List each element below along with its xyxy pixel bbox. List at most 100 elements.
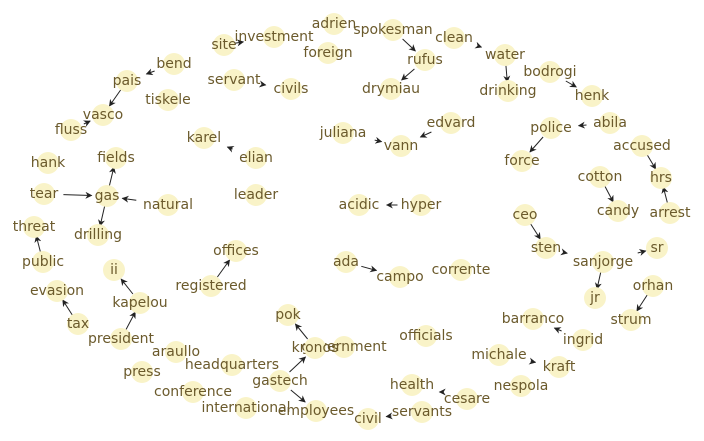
node-label: edvard [427, 115, 476, 131]
graph-node-ceo[interactable]: ceo [513, 204, 538, 226]
node-label: bodrogi [523, 64, 576, 80]
graph-node-site[interactable]: site [211, 34, 237, 56]
node-marker [440, 112, 462, 134]
node-marker [223, 69, 245, 91]
graph-node-ingrid[interactable]: ingrid [563, 329, 603, 351]
edge-edvard-to-vann [419, 131, 432, 138]
graph-node-pais[interactable]: pais [113, 70, 142, 92]
node-marker [37, 152, 59, 174]
graph-node-kronos[interactable]: kronos [292, 337, 339, 359]
graph-node-force[interactable]: force [504, 150, 540, 172]
graph-node-water[interactable]: water [485, 44, 525, 66]
graph-node-michale[interactable]: michale [471, 344, 527, 366]
graph-node-gastech[interactable]: gastech [252, 370, 308, 392]
graph-node-drilling[interactable]: drilling [74, 224, 122, 246]
graph-node-natural[interactable]: natural [143, 194, 193, 216]
node-marker [415, 325, 437, 347]
graph-node-orhan[interactable]: orhan [633, 275, 673, 297]
node-marker [540, 117, 562, 139]
graph-node-sanjorge[interactable]: sanjorge [573, 251, 633, 273]
graph-node-police[interactable]: police [530, 117, 572, 139]
graph-node-juliana[interactable]: juliana [319, 122, 367, 144]
edge-gastech-to-employees [290, 389, 306, 403]
graph-node-threat[interactable]: threat [13, 216, 56, 238]
graph-node-fluss[interactable]: fluss [55, 119, 87, 141]
graph-node-sr[interactable]: sr [646, 237, 668, 259]
node-label: civil [354, 411, 382, 427]
graph-node-campo[interactable]: campo [376, 266, 424, 288]
graph-node-accused[interactable]: accused [613, 135, 671, 157]
graph-node-servant[interactable]: servant [208, 69, 261, 91]
graph-node-bend[interactable]: bend [156, 53, 192, 75]
node-label: orhan [633, 278, 673, 294]
node-label: conference [154, 384, 232, 400]
graph-node-sten[interactable]: sten [531, 237, 561, 259]
graph-node-ii[interactable]: ii [103, 259, 125, 281]
graph-node-ada[interactable]: ada [333, 251, 359, 273]
graph-node-registered[interactable]: registered [175, 275, 247, 297]
graph-node-jr[interactable]: jr [584, 287, 606, 309]
graph-node-leader[interactable]: leader [234, 184, 279, 206]
node-marker [235, 397, 257, 419]
graph-node-araullo[interactable]: araullo [152, 341, 200, 363]
graph-node-servants[interactable]: servants [392, 401, 452, 423]
graph-node-edvard[interactable]: edvard [427, 112, 476, 134]
graph-node-employees[interactable]: employees [278, 400, 354, 422]
graph-node-kraft[interactable]: kraft [543, 356, 576, 378]
graph-node-offices[interactable]: offices [213, 240, 259, 262]
graph-node-civil[interactable]: civil [354, 408, 382, 430]
graph-node-nespola[interactable]: nespola [494, 375, 549, 397]
graph-node-gas[interactable]: gas [95, 185, 120, 207]
node-marker [332, 122, 354, 144]
graph-node-barranco[interactable]: barranco [502, 308, 564, 330]
graph-node-rufus[interactable]: rufus [407, 49, 443, 71]
node-label: employees [278, 403, 354, 419]
graph-node-henk[interactable]: henk [575, 85, 610, 107]
graph-node-vasco[interactable]: vasco [83, 104, 123, 126]
graph-node-health[interactable]: health [390, 374, 434, 396]
graph-node-acidic[interactable]: acidic [339, 194, 380, 216]
graph-node-vann[interactable]: vann [384, 135, 419, 157]
graph-node-strum[interactable]: strum [610, 309, 652, 331]
graph-node-evasion[interactable]: evasion [30, 280, 84, 302]
node-label: bend [156, 56, 191, 72]
graph-node-public[interactable]: public [22, 251, 64, 273]
graph-node-elian[interactable]: elian [239, 147, 273, 169]
graph-node-hrs[interactable]: hrs [650, 167, 672, 189]
graph-node-conference[interactable]: conference [154, 381, 232, 403]
graph-node-tiskele[interactable]: tiskele [145, 89, 191, 111]
graph-node-drymiau[interactable]: drymiau [362, 78, 420, 100]
graph-node-press[interactable]: press [123, 361, 161, 383]
graph-node-clean[interactable]: clean [435, 27, 473, 49]
graph-node-karel[interactable]: karel [187, 127, 221, 149]
graph-node-hyper[interactable]: hyper [401, 194, 442, 216]
graph-node-pok[interactable]: pok [275, 304, 302, 326]
graph-node-corrente[interactable]: corrente [432, 259, 491, 281]
graph-node-international[interactable]: international [201, 397, 291, 419]
graph-node-hank[interactable]: hank [31, 152, 66, 174]
graph-node-spokesman[interactable]: spokesman [353, 19, 433, 41]
edge-spokesman-to-rufus [402, 38, 416, 52]
graph-node-drinking[interactable]: drinking [479, 80, 537, 102]
graph-node-arrest[interactable]: arrest [650, 202, 691, 224]
node-label: spokesman [353, 22, 432, 38]
graph-node-kapelou[interactable]: kapelou [112, 292, 168, 314]
graph-node-cotton[interactable]: cotton [578, 166, 623, 188]
graph-node-investment[interactable]: investment [234, 26, 314, 48]
graph-node-cesare[interactable]: cesare [444, 388, 490, 410]
graph-node-bodrogi[interactable]: bodrogi [523, 61, 577, 83]
graph-node-fields[interactable]: fields [97, 147, 135, 169]
edge-gas-to-drilling [98, 204, 106, 227]
graph-node-foreign[interactable]: foreign [303, 42, 353, 64]
graph-node-candy[interactable]: candy [597, 200, 639, 222]
graph-node-adrien[interactable]: adrien [312, 13, 357, 35]
graph-node-officials[interactable]: officials [399, 325, 453, 347]
graph-node-headquarters[interactable]: headquarters [185, 354, 279, 376]
graph-node-tax[interactable]: tax [67, 313, 89, 335]
graph-node-president[interactable]: president [88, 328, 155, 350]
node-label: barranco [502, 311, 564, 327]
graph-node-tear[interactable]: tear [30, 183, 59, 205]
graph-node-civils[interactable]: civils [274, 78, 309, 100]
edge-abila-to-police [577, 121, 587, 129]
graph-node-abila[interactable]: abila [593, 112, 627, 134]
